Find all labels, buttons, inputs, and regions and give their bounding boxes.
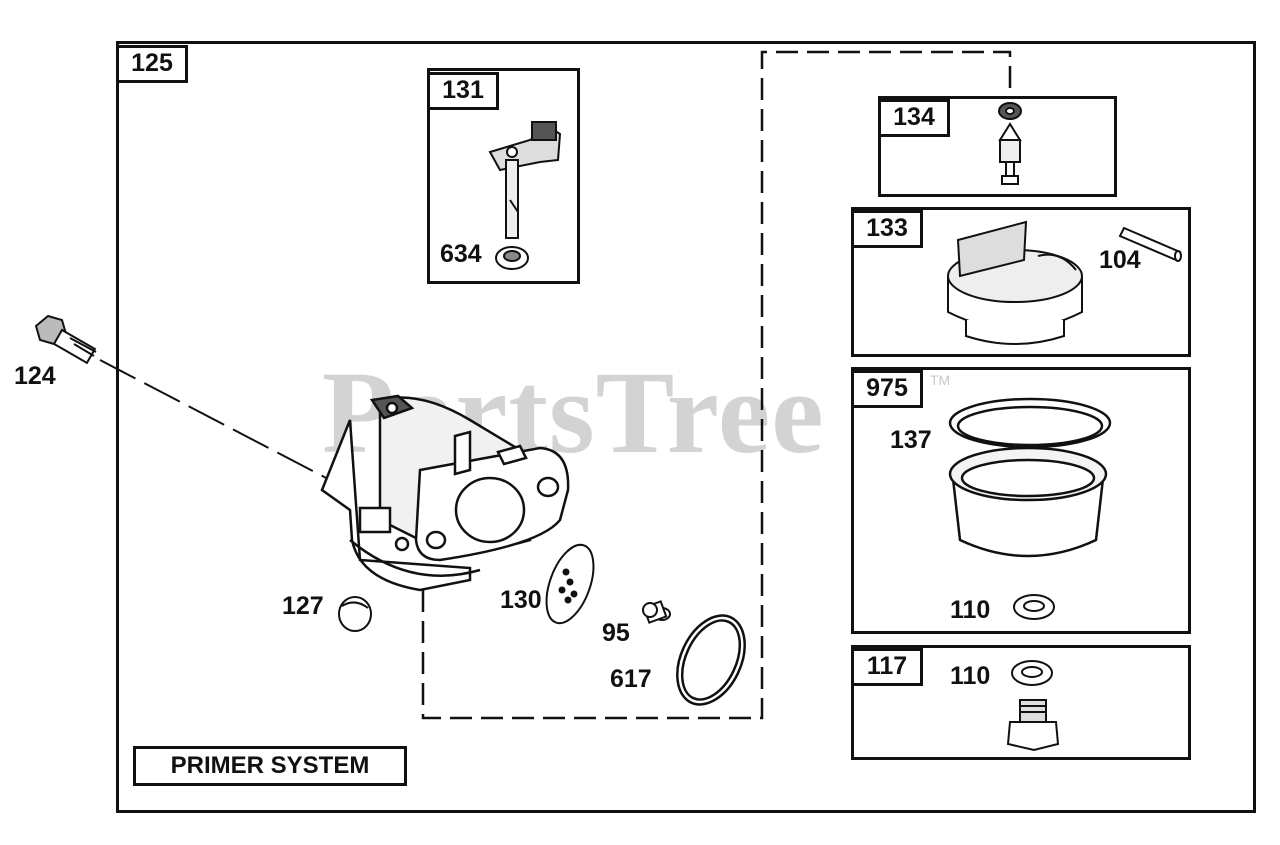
box-tag-134: 134 xyxy=(878,99,950,137)
fuel-bowl-icon xyxy=(948,446,1108,558)
bolt-icon xyxy=(34,314,97,365)
dashed-body-outline xyxy=(421,50,1012,720)
callout-95: 95 xyxy=(602,619,630,647)
float-frame xyxy=(851,207,1191,357)
needle-valve-icon xyxy=(998,102,1022,185)
callout-130: 130 xyxy=(500,586,542,614)
box-tag-131: 131 xyxy=(427,72,499,110)
callout-617: 617 xyxy=(610,665,652,693)
idle-seat-washer-icon xyxy=(495,246,529,270)
callout-634: 634 xyxy=(440,240,482,268)
callout-104: 104 xyxy=(1099,246,1141,274)
gasket-ring-icon xyxy=(948,397,1112,449)
bolt-leader-line xyxy=(99,359,331,481)
bowl-kit-frame xyxy=(851,367,1191,634)
callout-124: 124 xyxy=(14,362,56,390)
float-icon xyxy=(947,220,1083,345)
primer-system-label: PRIMER SYSTEM xyxy=(133,746,407,786)
main-frame xyxy=(116,41,1256,813)
drain-washer-icon xyxy=(1011,660,1053,686)
watermark-trademark: TM xyxy=(930,372,951,388)
callout-137: 137 xyxy=(890,426,932,454)
idle-valve-frame xyxy=(427,68,580,284)
screw-icon xyxy=(642,600,671,624)
drain-plug-icon xyxy=(1006,699,1060,752)
box-tag-975: 975 xyxy=(851,370,923,408)
drain-kit-frame xyxy=(851,645,1191,760)
callout-110-drain: 110 xyxy=(950,662,991,690)
box-tag-125: 125 xyxy=(116,45,188,83)
bowl-washer-icon xyxy=(1013,594,1055,620)
needle-valve-frame xyxy=(878,96,1117,197)
float-pin-icon xyxy=(1118,226,1182,262)
primer-diaphragm-icon xyxy=(545,543,595,625)
welch-plug-icon xyxy=(338,596,372,632)
o-ring-icon xyxy=(676,614,746,706)
box-tag-133: 133 xyxy=(851,210,923,248)
callout-110-bowl: 110 xyxy=(950,596,991,624)
box-tag-117: 117 xyxy=(851,648,923,686)
idle-valve-icon xyxy=(488,121,562,239)
carburetor-body-icon xyxy=(320,394,570,592)
callout-127: 127 xyxy=(282,592,324,620)
